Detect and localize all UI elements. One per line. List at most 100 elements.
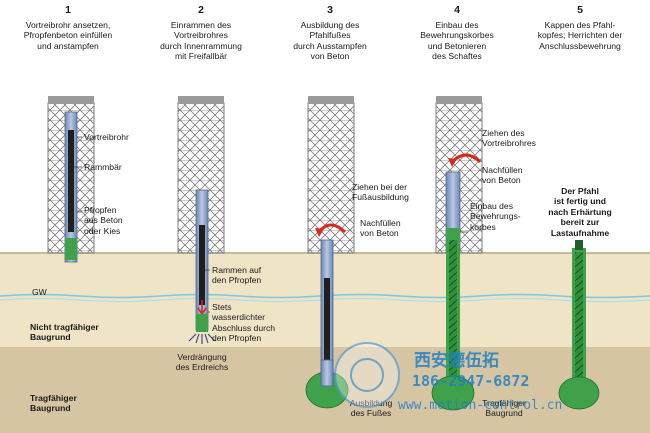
step2-drop-hammer [199, 225, 205, 305]
label-line: wasserdichter [212, 312, 266, 323]
step5-pile-foot [558, 376, 600, 410]
label-line: Lastaufnahme [550, 227, 610, 238]
label-rammbaer: Rammbär [84, 162, 122, 172]
step-1-number: 1 [65, 4, 71, 16]
step-4-caption-line: des Schaftes [432, 51, 482, 62]
label-abschluss: Stets wasserdichter Abschluss durch den … [212, 302, 275, 344]
label-line: nach Erhärtung [548, 206, 612, 217]
label-verdraengung: Verdrängung des Erdreichs [160, 352, 244, 373]
label-line: Baugrund [30, 403, 71, 414]
label-einbau-korb: Einbau des Bewehrungs- korbes [470, 201, 521, 232]
step-5-caption-line: Kappen des Pfahl- [544, 20, 616, 30]
step-3-caption-line: Pfahlfußes [309, 30, 351, 41]
label-rammen: Rammen auf den Pfropfen [212, 265, 261, 286]
label-line: Der Pfahl [561, 186, 599, 196]
watermark-phone: 186-2947-6872 [412, 372, 530, 390]
globe-icon [350, 358, 384, 392]
label-line: Ziehen des [482, 128, 525, 138]
step-3-caption-line: durch Ausstampfen [293, 40, 367, 51]
label-vortreibrohr: Vortreibrohr [84, 132, 129, 142]
label-line: Bewehrungs- [470, 211, 521, 222]
step4-graphic [431, 96, 483, 411]
step-1-caption: Vortreibrohr ansetzen, Pfropfenbeton ein… [10, 20, 126, 51]
label-line: Einbau des [470, 201, 514, 211]
groundwater-line-2 [0, 298, 650, 302]
step-3-caption-line: Ausbildung des [300, 20, 360, 30]
label-line: Tragfähiger [30, 393, 77, 403]
label-line: ist fertig und [553, 196, 607, 207]
label-line: Abschluss durch [212, 322, 276, 333]
label-ziehen-fuss: Ziehen bei der Fußausbildung [352, 182, 409, 203]
label-line: Stets [212, 302, 232, 312]
label-line: Tragfähiger [482, 398, 526, 408]
step-4-caption: Einbau des Bewehrungskorbes und Betonier… [403, 20, 511, 62]
label-groundwater: GW [32, 287, 47, 297]
label-ziehen-rohr: Ziehen des Vortreibrohres [482, 128, 536, 149]
step3-rig-tower [307, 102, 355, 254]
step-5-number: 5 [577, 4, 583, 16]
step-2-number: 2 [198, 4, 204, 16]
label-line: Baugrund [485, 408, 523, 419]
step-1-caption-line: und anstampfen [37, 40, 99, 51]
step4-reinforcement-cage [449, 240, 457, 390]
watermark-company: 西安德伍拓 [414, 351, 499, 370]
label-line: Rammen auf [212, 265, 262, 275]
step-1-caption-line: Vortreibrohr ansetzen, [25, 20, 111, 30]
label-line: Ziehen bei der [352, 182, 407, 192]
step-3-number: 3 [327, 4, 333, 16]
step4-pile-foot [431, 375, 475, 411]
step3-graphic [305, 96, 355, 409]
groundwater-line [0, 293, 650, 299]
label-line: Vortreibrohres [482, 138, 536, 149]
step-5-caption-line: Anschlussbewehrung [539, 40, 621, 51]
step-5-caption-line: kopfes; Herrichten der [537, 30, 623, 41]
label-line: Verdrängung [177, 352, 227, 362]
step-2-caption-line: Vortreibrohres [174, 30, 228, 41]
label-not-bearing-soil: Nicht tragfähiger Baugrund [30, 322, 99, 343]
label-line: aus Beton [84, 215, 123, 226]
label-line: des Fußes [350, 408, 392, 419]
label-line: Nachfüllen [360, 218, 401, 228]
label-pfahl-fertig: Der Pfahl ist fertig und nach Erhärtung … [538, 186, 622, 238]
step-1-caption-line: Pfropfenbeton einfüllen [23, 30, 113, 41]
label-nachfuellen-3: Nachfüllen von Beton [360, 218, 401, 239]
step5-reinforcement-cage [575, 252, 583, 390]
label-line: Nicht tragfähiger [30, 322, 99, 332]
label-line: den Pfropfen [212, 275, 262, 286]
step3-drop-hammer [324, 278, 330, 366]
step5-graphic [558, 240, 600, 410]
step5-connection-rebar [575, 240, 583, 250]
watermark-url: www.motion-control.cn [398, 398, 563, 413]
step1-drop-hammer [68, 130, 74, 232]
step-4-caption-line: Einbau des [435, 20, 479, 30]
label-bearing-soil: Tragfähiger Baugrund [30, 393, 77, 414]
watermark-logo [334, 342, 400, 408]
step1-graphic [47, 96, 95, 263]
step-2-caption-line: mit Freifallbär [174, 51, 228, 62]
label-line: oder Kies [84, 225, 121, 236]
step-2-caption-line: durch Innenrammung [160, 40, 242, 51]
label-line: von Beton [360, 228, 399, 239]
step1-plug [65, 238, 77, 260]
label-line: Baugrund [30, 332, 71, 343]
step-2-caption-line: Einrammen des [170, 20, 232, 30]
step-3-caption-line: von Beton [310, 51, 350, 62]
label-line: den Pfropfen [212, 333, 262, 344]
step-4-number: 4 [454, 4, 460, 16]
label-line: korbes [470, 221, 496, 232]
step-4-caption-line: und Betonieren [427, 40, 487, 51]
label-line: Fußausbildung [352, 192, 409, 203]
step2-graphic [177, 96, 225, 344]
label-tragfaehig-4: Tragfähiger Baugrund [474, 398, 534, 419]
label-line: Nachfüllen [482, 165, 523, 175]
label-pfropfen: Pfropfen aus Beton oder Kies [84, 205, 123, 236]
step2-plug [196, 314, 208, 332]
step-4-caption-line: Bewehrungskorbes [420, 30, 494, 41]
label-line: bereit zur [560, 217, 600, 228]
label-line: Pfropfen [84, 205, 117, 215]
label-line: von Beton [482, 175, 521, 186]
step-3-caption: Ausbildung des Pfahlfußes durch Ausstamp… [276, 20, 384, 62]
step-2-caption: Einrammen des Vortreibrohres durch Innen… [146, 20, 256, 62]
leader-lines [74, 136, 468, 313]
